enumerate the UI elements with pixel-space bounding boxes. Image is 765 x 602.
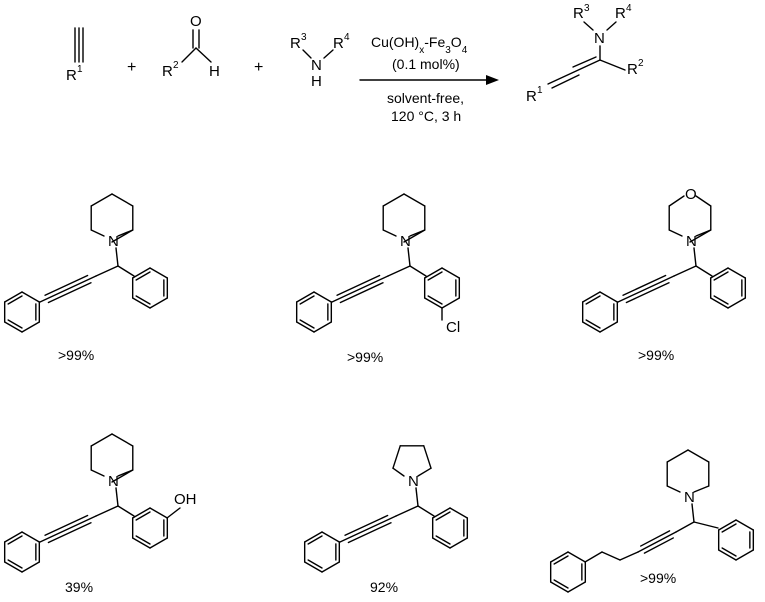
reagent-alkyne: R 1 bbox=[66, 27, 84, 84]
aldehyde-r-label: R bbox=[162, 63, 173, 80]
product-yield: >99% bbox=[638, 347, 674, 363]
hydroxyl-label: OH bbox=[174, 491, 197, 508]
alkyne-r-sup: 1 bbox=[77, 64, 83, 75]
product-yield: 39% bbox=[65, 579, 93, 595]
product-r1-label: R bbox=[526, 88, 537, 105]
product-n-label: N bbox=[594, 30, 605, 47]
product-yield: >99% bbox=[347, 349, 383, 365]
product-2: NCl>99% bbox=[295, 193, 460, 365]
catalyst-label: Cu(OH)x-Fe3O4 bbox=[371, 34, 468, 56]
product-r3-sup: 3 bbox=[584, 3, 590, 14]
product-yield: 92% bbox=[370, 579, 398, 595]
condition-temp-time: 120 °C, 3 h bbox=[391, 108, 461, 124]
aldehyde-h-label: H bbox=[209, 63, 220, 80]
aldehyde-r-sup: 2 bbox=[173, 60, 179, 71]
product-r1-sup: 1 bbox=[537, 85, 543, 96]
reagent-amine: R 3 N H R 4 bbox=[290, 32, 350, 90]
reagent-aldehyde: O R 2 H bbox=[162, 13, 220, 80]
aldehyde-o-label: O bbox=[190, 13, 202, 30]
nitrogen-atom-label: N bbox=[684, 489, 695, 506]
product-yield: >99% bbox=[640, 570, 676, 586]
product-general: R 3 R 4 N R 2 R 1 bbox=[526, 3, 644, 105]
condition-solvent: solvent-free, bbox=[387, 90, 464, 106]
product-r4-label: R bbox=[615, 5, 626, 22]
product-r2-sup: 2 bbox=[638, 58, 644, 69]
product-3: NO>99% bbox=[581, 186, 747, 363]
amine-r3-label: R bbox=[290, 35, 301, 52]
nitrogen-atom-label: N bbox=[408, 473, 419, 490]
catalyst-loading: (0.1 mol%) bbox=[392, 56, 460, 72]
reaction-arrow bbox=[359, 75, 499, 85]
product-1: N>99% bbox=[3, 193, 169, 363]
plus-sign-2: + bbox=[254, 59, 263, 76]
amine-n-label: N bbox=[311, 57, 322, 74]
plus-sign-1: + bbox=[127, 59, 136, 76]
alkyne-r-label: R bbox=[66, 67, 77, 84]
product-r2-label: R bbox=[627, 61, 638, 78]
amine-r4-sup: 4 bbox=[344, 32, 350, 43]
amine-h-label: H bbox=[311, 73, 322, 90]
chloro-label: Cl bbox=[446, 319, 460, 336]
oxygen-atom-label: O bbox=[685, 186, 697, 203]
amine-r4-label: R bbox=[333, 35, 344, 52]
product-5: N 92% bbox=[303, 445, 469, 595]
product-6: N >99% bbox=[549, 449, 755, 593]
product-r4-sup: 4 bbox=[626, 3, 632, 14]
amine-r3-sup: 3 bbox=[301, 32, 307, 43]
product-r3-label: R bbox=[573, 5, 584, 22]
product-yield: >99% bbox=[58, 347, 94, 363]
